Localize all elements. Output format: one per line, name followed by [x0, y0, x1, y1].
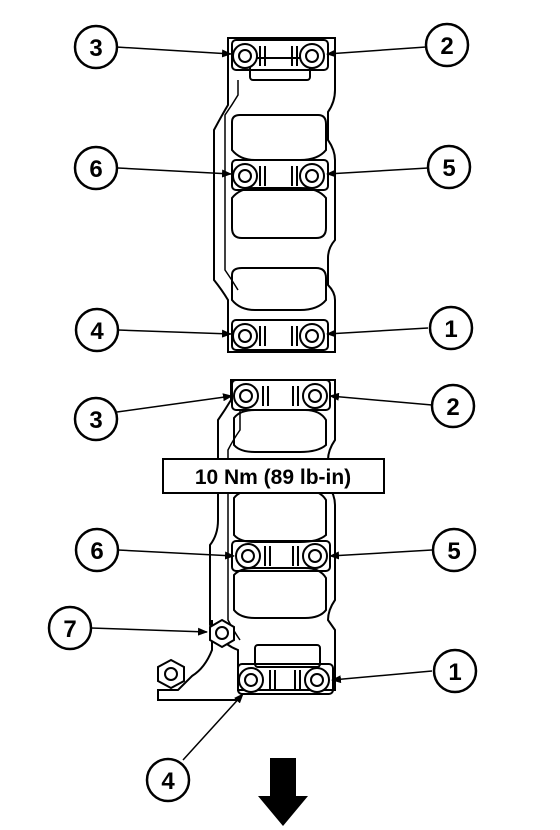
callout-upper-4: 4 [74, 307, 120, 353]
callout-upper-1: 1 [428, 305, 474, 351]
leader-upper-6 [117, 167, 232, 178]
callout-upper-2-label: 2 [440, 33, 453, 60]
bolt-lower-7 [209, 618, 235, 649]
lower-port-c [233, 567, 327, 619]
leader-lower-6 [117, 549, 235, 560]
bolt-lower-5 [292, 543, 328, 569]
callout-upper-5: 5 [426, 144, 472, 190]
bolt-upper-5 [291, 163, 325, 189]
leader-lower-7 [90, 627, 208, 636]
bolt-upper-2 [291, 43, 325, 69]
upper-gasket [213, 37, 336, 353]
bolt-upper-6 [232, 163, 266, 189]
lower-gasket-inner-edge [227, 410, 241, 641]
callout-lower-2-label: 2 [446, 394, 459, 421]
torque-spec-box: 10 Nm (89 lb-in) [162, 458, 385, 494]
stud-lower-left [157, 658, 185, 690]
lower-bottom-port [254, 644, 321, 668]
callout-lower-1: 1 [432, 648, 478, 694]
callout-lower-2: 2 [430, 383, 476, 429]
callout-upper-3-label: 3 [89, 35, 102, 62]
callout-upper-6: 6 [73, 145, 119, 191]
callout-lower-3: 3 [73, 396, 119, 442]
lower-port-a [233, 409, 327, 453]
callout-upper-1-label: 1 [444, 316, 457, 343]
leader-lower-1 [331, 670, 433, 684]
bolt-lower-2 [292, 383, 328, 409]
bolt-lower-4 [238, 667, 276, 693]
bolt-lower-6 [235, 543, 271, 569]
lower-callouts: 3 2 6 5 7 1 4 [47, 383, 478, 803]
callout-upper-3: 3 [73, 24, 119, 70]
upper-gasket-outline [213, 37, 336, 353]
callout-lower-6-label: 6 [90, 538, 103, 565]
callout-upper-6-label: 6 [89, 156, 102, 183]
leader-upper-1 [326, 327, 429, 338]
lower-leaders [90, 392, 433, 761]
arrow-down-icon [258, 758, 308, 826]
bolt-upper-3 [232, 43, 266, 69]
bolt-lower-3 [233, 383, 269, 409]
upper-leaders [115, 46, 429, 338]
callout-lower-3-label: 3 [89, 407, 102, 434]
callout-lower-6: 6 [74, 527, 120, 573]
callout-upper-5-label: 5 [442, 155, 455, 182]
leader-lower-4 [182, 693, 244, 761]
bolt-upper-1 [291, 323, 325, 349]
upper-gasket-inner-edge [224, 80, 239, 291]
leader-upper-3 [115, 46, 232, 58]
callout-lower-4-label: 4 [161, 768, 175, 795]
leader-lower-5 [329, 549, 433, 560]
callout-lower-1-label: 1 [448, 659, 461, 686]
callout-lower-5-label: 5 [447, 538, 460, 565]
callout-lower-4: 4 [145, 757, 191, 803]
upper-bolts [232, 43, 325, 349]
callout-upper-4-label: 4 [90, 318, 104, 345]
lower-port-b [233, 489, 327, 543]
callout-lower-7-label: 7 [63, 616, 76, 643]
callout-lower-5: 5 [431, 527, 477, 573]
torque-spec-label: 10 Nm (89 lb-in) [195, 466, 351, 489]
bolt-upper-4 [232, 323, 266, 349]
upper-port-c [231, 267, 327, 311]
upper-port-b [231, 187, 327, 239]
lower-bolts [157, 383, 330, 693]
callout-upper-2: 2 [424, 22, 470, 68]
upper-port-a [231, 114, 327, 161]
leader-upper-4 [117, 329, 232, 338]
lower-gasket [157, 379, 336, 701]
callout-lower-7: 7 [47, 605, 93, 651]
lower-bracket [157, 620, 238, 701]
bolt-lower-1 [294, 667, 330, 693]
leader-lower-3 [116, 393, 233, 413]
upper-callouts: 3 2 6 5 4 1 [73, 22, 474, 353]
leader-upper-5 [326, 167, 429, 178]
leader-lower-2 [329, 392, 433, 406]
leader-upper-2 [326, 46, 427, 58]
